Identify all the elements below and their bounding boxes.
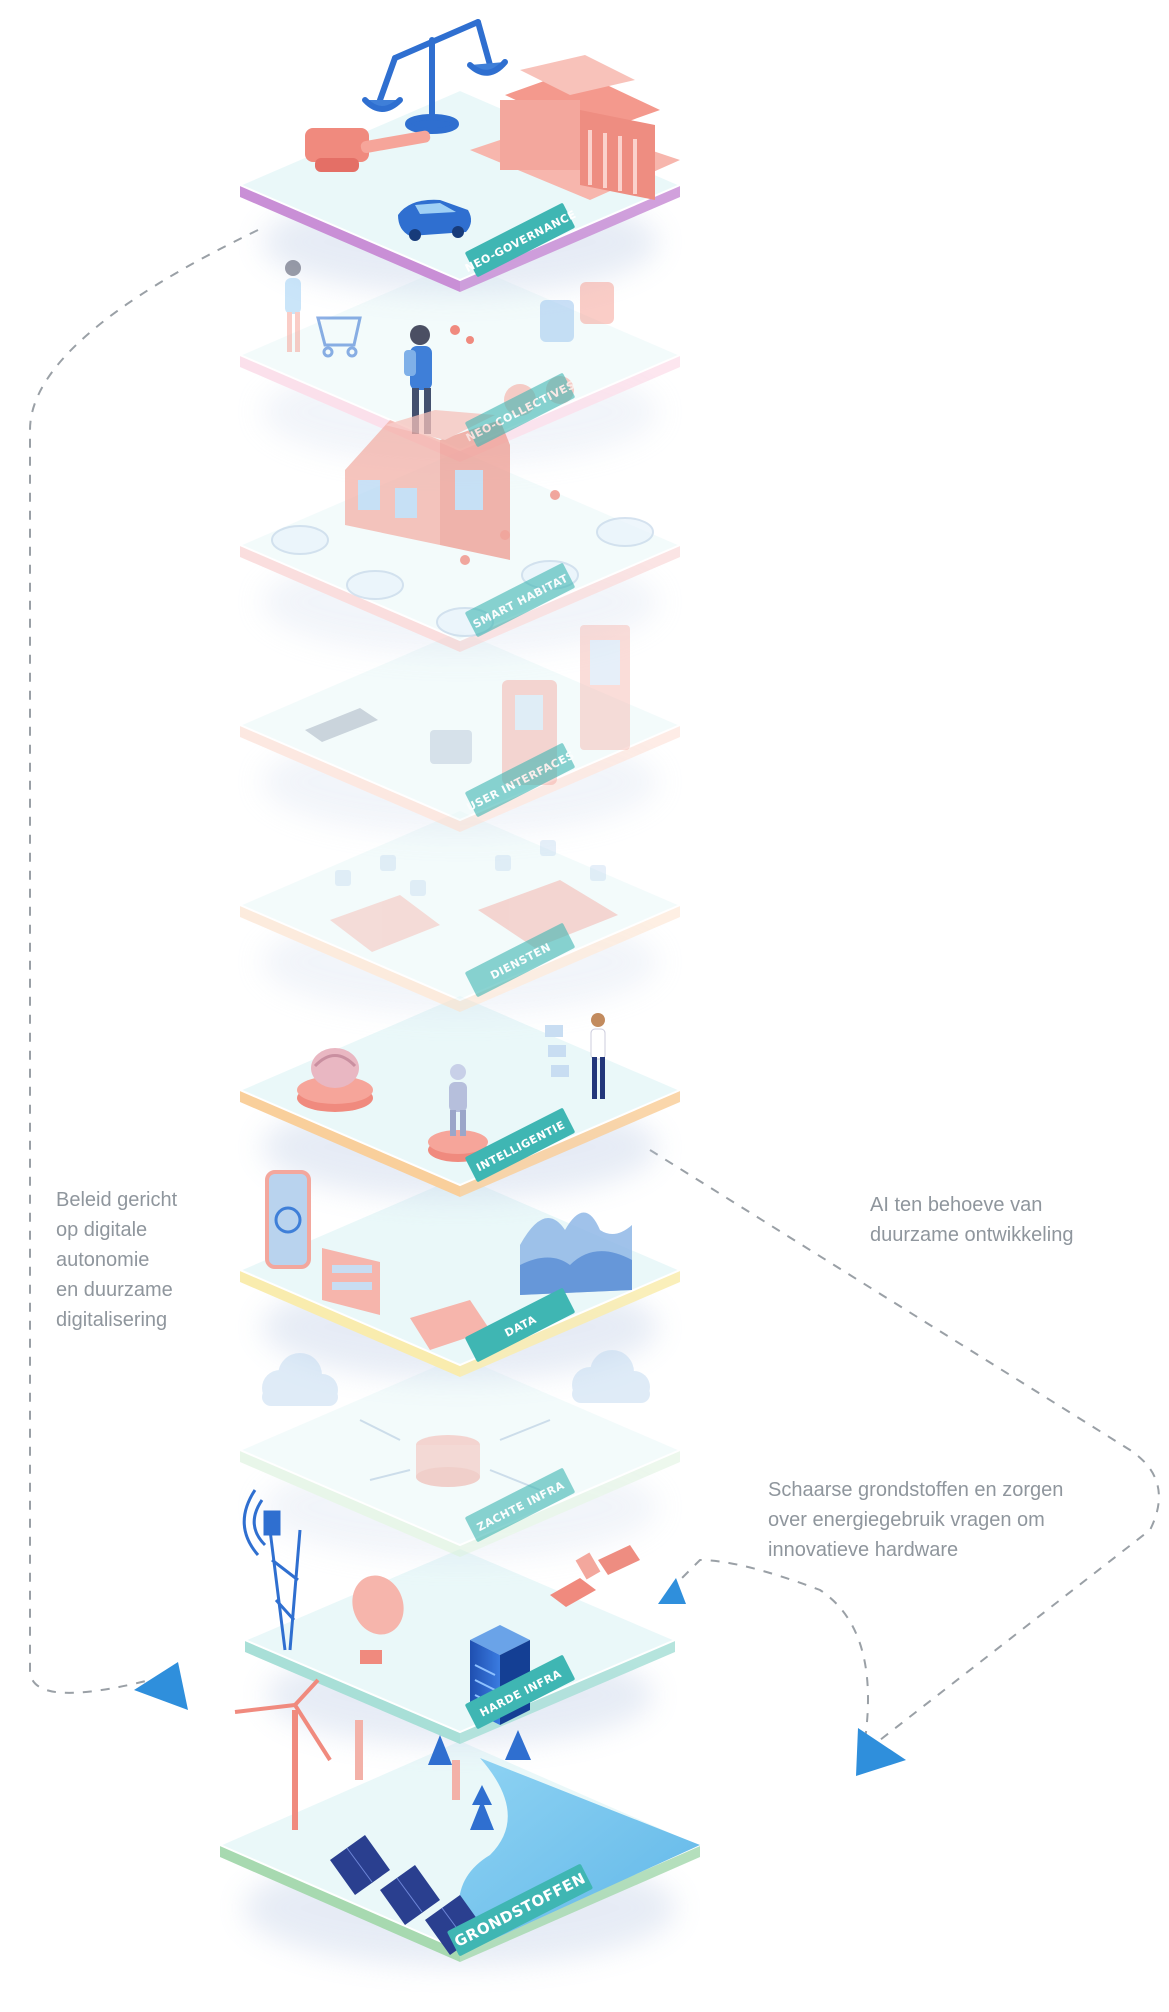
diensten-illustrations (330, 840, 618, 952)
person-icon (285, 260, 301, 352)
satellite-dish-icon (352, 1575, 404, 1664)
report-icon (410, 1300, 490, 1350)
resources-illustrations (234, 1678, 531, 1955)
antenna-icon (242, 1489, 302, 1651)
arrow-right-head (856, 1728, 906, 1776)
interfaces-illustrations (305, 625, 630, 785)
presenter-icon (545, 1013, 606, 1099)
intelligence-illustrations (297, 1013, 606, 1162)
arrow-heads (134, 1578, 906, 1776)
chart-icon (520, 1212, 632, 1295)
door-icon (580, 625, 630, 750)
monitor-icon (430, 730, 472, 764)
cart-icon (316, 316, 362, 358)
platform-zachte-infra (237, 1353, 683, 1560)
pylons (355, 1720, 460, 1800)
scales-icon (362, 19, 508, 134)
car-icon (398, 199, 472, 241)
password-card-icon (322, 1248, 380, 1315)
ai-line (649, 1149, 1160, 1741)
brain-icon (297, 1048, 373, 1112)
annotation-digital-autonomy: Beleid gericht op digitale autonomie en … (56, 1189, 178, 1331)
fingerprint-phone-icon (265, 1170, 311, 1269)
satellite-icon (550, 1545, 640, 1607)
gavel-icon (305, 128, 431, 172)
data-illustrations (265, 1170, 632, 1350)
courthouse-icon (470, 55, 680, 200)
database-icon (416, 1435, 480, 1487)
label-tab-data: DATA (465, 1288, 575, 1362)
phone-icon (305, 708, 378, 742)
arrow-left-head (134, 1662, 188, 1710)
robot-icon (428, 1064, 488, 1162)
solar-panel-icon (330, 1835, 485, 1955)
arrow-small-head (658, 1578, 686, 1604)
cloud-icon (262, 1350, 650, 1406)
platforms (217, 88, 703, 1966)
wind-turbine-icon (234, 1678, 332, 1830)
connector-lines (29, 229, 1160, 1741)
tablet-icon (330, 880, 618, 952)
platform-diensten (237, 808, 683, 1015)
annotation-innovative-hardware: Schaarse grondstoffen en zorgen over ene… (768, 1479, 1064, 1561)
house-icon (345, 410, 510, 560)
platform-harde-infra (242, 1546, 678, 1746)
tree-icon (428, 1730, 531, 1830)
habitat-illustrations (271, 410, 654, 637)
soft-infra-illustrations (262, 1350, 650, 1491)
hardware-line (679, 1558, 869, 1741)
left-feedback-line (29, 229, 259, 1694)
governance-illustrations (305, 19, 680, 241)
app-icons (335, 840, 606, 896)
annotation-ai-sustainable: AI ten behoeve van duurzame ontwikkeling (870, 1194, 1074, 1246)
person-icon (404, 325, 474, 434)
